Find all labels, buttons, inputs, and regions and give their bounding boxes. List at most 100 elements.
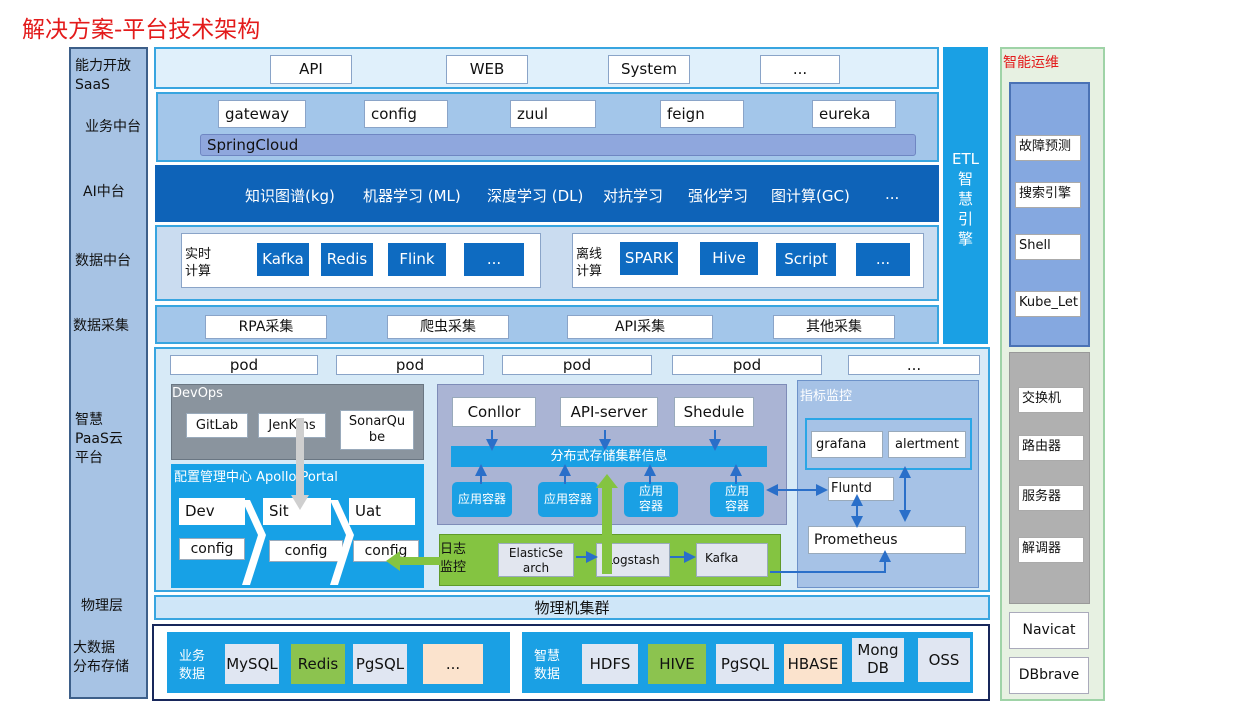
- collect-rpa: RPA采集: [205, 315, 327, 339]
- store-mongodb: Mong DB: [852, 638, 904, 682]
- biz-data-label: 业务 数据: [179, 649, 206, 682]
- ai-dl: 深度学习 (DL): [487, 187, 584, 205]
- smart-data-group: 智慧 数据 HDFS HIVE PgSQL HBASE Mong DB OSS: [522, 632, 973, 693]
- env-sit: Sit: [263, 498, 331, 525]
- devops-jenkins: JenKins: [258, 413, 326, 438]
- layer-label-storage: 大数据 分布存储: [73, 640, 129, 675]
- collect-crawler: 爬虫采集: [387, 315, 509, 339]
- store-redis: Redis: [291, 644, 345, 684]
- k8s-shedule: Shedule: [674, 397, 754, 427]
- ai-kg: 知识图谱(kg): [245, 187, 335, 205]
- offline-script: Script: [775, 242, 837, 277]
- ops-title: 智能运维: [1003, 55, 1059, 71]
- pod-1: pod: [170, 355, 318, 375]
- devops-sonarqube: SonarQu be: [340, 410, 414, 450]
- env-uat: Uat: [349, 498, 415, 525]
- store-mysql: MySQL: [225, 644, 279, 684]
- ai-band: 知识图谱(kg) 机器学习 (ML) 深度学习 (DL) 对抗学习 强化学习 图…: [155, 165, 939, 222]
- store-hdfs: HDFS: [582, 644, 638, 684]
- realtime-group: 实时 计算 Kafka Redis Flink ...: [181, 233, 541, 288]
- pod-3: pod: [502, 355, 652, 375]
- devops-group: DevOps GitLab JenKins SonarQu be: [171, 384, 424, 460]
- offline-more: ...: [855, 242, 911, 277]
- biz-eureka: eureka: [812, 100, 896, 128]
- ops-server: 服务器: [1018, 485, 1084, 511]
- biz-data-group: 业务 数据 MySQL Redis PgSQL ...: [167, 632, 510, 693]
- k8s-container-2: 应用容器: [538, 482, 598, 517]
- realtime-kafka: Kafka: [256, 242, 310, 277]
- biz-config: config: [364, 100, 448, 128]
- realtime-more: ...: [463, 242, 525, 277]
- ai-gc: 图计算(GC): [771, 187, 850, 205]
- monitor-prometheus: Prometheus: [808, 526, 966, 554]
- logmon-group: 日志 监控 ElasticSe arch Logstash Kafka: [439, 534, 781, 586]
- k8s-container-3: 应用 容器: [624, 482, 678, 517]
- ops-fault-predict: 故障预测: [1015, 135, 1081, 161]
- ops-search-engine: 搜索引擎: [1015, 182, 1081, 208]
- pod-2: pod: [336, 355, 484, 375]
- env-dev: Dev: [179, 498, 245, 525]
- store-oss: OSS: [918, 638, 970, 682]
- monitor-inner: [805, 418, 972, 470]
- monitor-label: 指标监控: [800, 389, 853, 404]
- offline-group: 离线 计算 SPARK Hive Script ...: [572, 233, 924, 288]
- ai-ml: 机器学习 (ML): [363, 187, 461, 205]
- pod-4: pod: [672, 355, 822, 375]
- offline-label: 离线 计算: [576, 247, 603, 279]
- store-pgsql: PgSQL: [353, 644, 407, 684]
- collect-band: RPA采集 爬虫采集 API采集 其他采集: [155, 305, 939, 344]
- ops-modem: 解调器: [1018, 537, 1084, 563]
- k8s-conllor: Conllor: [452, 397, 536, 427]
- biz-zuul: zuul: [510, 100, 596, 128]
- log-elasticsearch: ElasticSe arch: [498, 543, 574, 577]
- saas-api: API: [270, 55, 352, 84]
- monitor-alertment: alertment: [888, 431, 966, 458]
- realtime-label: 实时 计算: [185, 247, 212, 279]
- page-title: 解决方案-平台技术架构: [22, 17, 261, 43]
- storage-band: 业务 数据 MySQL Redis PgSQL ... 智慧 数据 HDFS H…: [152, 624, 990, 701]
- data-band: 实时 计算 Kafka Redis Flink ... 离线 计算 SPARK …: [155, 225, 939, 301]
- biz-gateway: gateway: [218, 100, 306, 128]
- ops-shell: Shell: [1015, 234, 1081, 260]
- log-logstash: Logstash: [596, 543, 670, 577]
- layer-column: 能力开放 SaaS 业务中台 AI中台 数据中台 数据采集 智慧 PaaS云 平…: [69, 47, 148, 699]
- ai-rl: 强化学习: [688, 187, 749, 205]
- saas-band: API WEB System ...: [154, 47, 939, 89]
- devops-label: DevOps: [172, 386, 223, 401]
- pod-more: ...: [848, 355, 980, 375]
- springcloud-bar: SpringCloud: [200, 134, 916, 156]
- smart-data-label: 智慧 数据: [534, 649, 561, 682]
- log-kafka: Kafka: [696, 543, 768, 577]
- logmon-label: 日志 监控: [440, 542, 467, 575]
- biz-band: gateway config zuul feign eureka SpringC…: [156, 92, 939, 162]
- env-dev-config: config: [179, 538, 245, 560]
- paas-band: pod pod pod pod ... DevOps GitLab JenKin…: [154, 347, 990, 592]
- monitor-grafana: grafana: [811, 431, 883, 458]
- env-sit-config: config: [269, 540, 343, 562]
- k8s-apiserver: API-server: [560, 397, 658, 427]
- ops-navicat: Navicat: [1009, 612, 1089, 649]
- monitor-fluntd: Fluntd: [828, 477, 894, 501]
- layer-label-paas: 智慧 PaaS云 平台: [75, 412, 123, 466]
- biz-feign: feign: [660, 100, 744, 128]
- monitor-group: 指标监控 grafana alertment Fluntd Prometheus: [797, 380, 979, 588]
- offline-hive: Hive: [699, 241, 759, 276]
- ai-adversarial: 对抗学习: [603, 187, 664, 205]
- k8s-container-4: 应用 容器: [710, 482, 764, 517]
- ops-dbbrave: DBbrave: [1009, 657, 1089, 694]
- apollo-group: 配置管理中心 Apollo Portal Dev Sit Uat config …: [171, 464, 424, 588]
- layer-label-collect: 数据采集: [73, 318, 129, 334]
- ops-software-group: 故障预测 搜索引擎 Shell Kube_Let: [1009, 82, 1090, 347]
- apollo-label: 配置管理中心 Apollo Portal: [174, 470, 338, 485]
- store-pgsql-2: PgSQL: [716, 644, 774, 684]
- k8s-storage: 分布式存储集群信息: [451, 446, 767, 467]
- ops-router: 路由器: [1018, 435, 1084, 461]
- ops-hardware-group: 交换机 路由器 服务器 解调器: [1009, 352, 1090, 604]
- saas-more: ...: [760, 55, 840, 84]
- layer-label-biz: 业务中台: [85, 119, 141, 135]
- layer-label-open: 能力开放 SaaS: [75, 58, 131, 93]
- physical-band: 物理机集群: [154, 595, 990, 620]
- layer-label-ai: AI中台: [83, 184, 125, 200]
- store-more: ...: [423, 644, 483, 684]
- collect-other: 其他采集: [773, 315, 895, 339]
